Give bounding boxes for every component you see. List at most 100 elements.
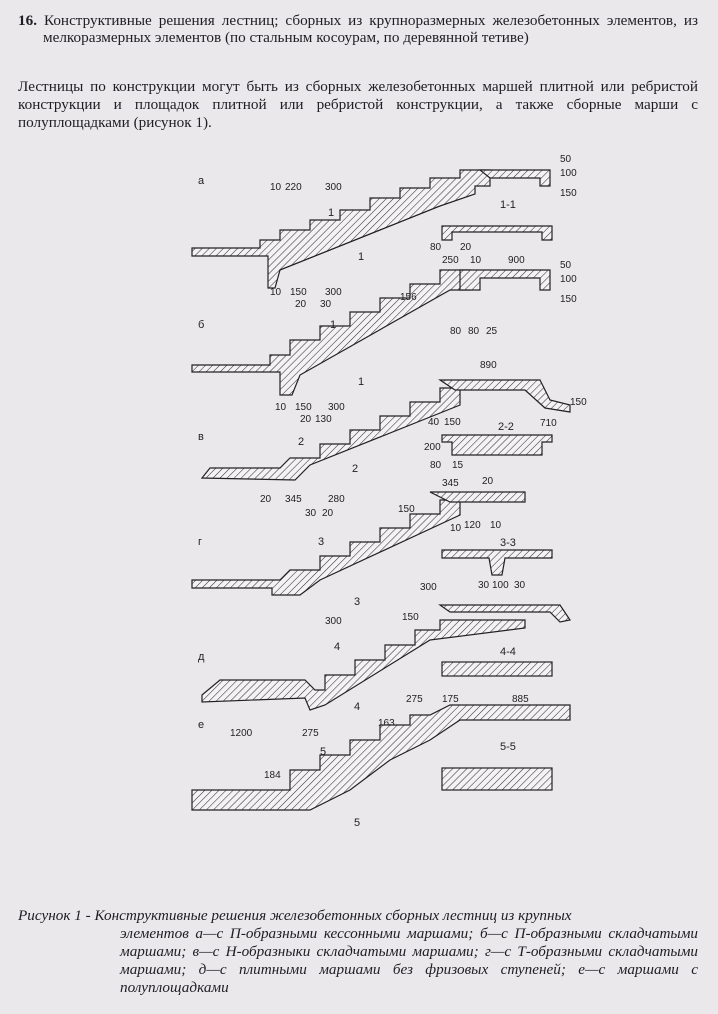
dim-11-2: 20	[460, 242, 472, 253]
cut-mark-2a: 2	[298, 436, 304, 448]
dim-g-3: 280	[328, 494, 345, 505]
cut-mark-3b: 3	[354, 596, 360, 608]
landing-b-right	[459, 269, 551, 291]
dim-g-r1: 345	[442, 478, 459, 489]
caption-text: элементов а—с П-образными кессонными мар…	[120, 925, 698, 996]
dim-g-2: 345	[285, 494, 302, 505]
dim-a-r3: 150	[560, 188, 577, 199]
dim-g-4: 30	[305, 508, 317, 519]
section-label-1-1: 1-1	[500, 199, 516, 211]
stair-section-e	[191, 704, 571, 811]
dim-11-5: 900	[508, 255, 525, 266]
stair-section-a	[191, 169, 491, 289]
dim-11-1: 80	[430, 242, 442, 253]
dim-b-r2: 100	[560, 274, 577, 285]
dim-11-3: 250	[442, 255, 459, 266]
figure-stairs: а 10 220 300 50 100 150 1-1 1 1 80 20 25…	[180, 150, 600, 840]
dim-e-5: 275	[302, 728, 319, 739]
landing-a-right	[478, 169, 551, 187]
section-label-2-2: 2-2	[498, 421, 514, 433]
stair-section-v	[200, 387, 461, 481]
dim-b-3: 300	[325, 287, 342, 298]
dim-b-1: 10	[270, 287, 282, 298]
dim-22-3: 150	[444, 417, 461, 428]
variant-label-v: в	[198, 431, 204, 443]
section-label-3-3: 3-3	[500, 537, 516, 549]
intro-paragraph: Лестницы по конструкции могут быть из сб…	[18, 78, 698, 131]
cut-mark-1d: 1	[358, 376, 364, 388]
section-title: Конструктивные решения лестниц; сборных …	[43, 12, 699, 46]
dim-e-1: 275	[406, 694, 423, 705]
dim-a-1: 10	[270, 182, 282, 193]
section-1-1-shape	[441, 225, 553, 241]
dim-b-5: 30	[320, 299, 332, 310]
variant-label-g: г	[198, 536, 202, 548]
dim-a-r1: 50	[560, 154, 572, 165]
dim-b-slope: 156	[400, 292, 417, 303]
dim-22-1: 200	[424, 442, 441, 453]
section-heading: 16. Конструктивные решения лестниц; сбор…	[18, 12, 698, 46]
dim-g-r4: 10	[450, 523, 462, 534]
dim-e-2: 175	[442, 694, 459, 705]
dim-a-2: 220	[285, 182, 302, 193]
caption-first-text: Конструктивные решения железобетонных сб…	[94, 907, 572, 924]
dim-b-r4: 80	[450, 326, 462, 337]
dim-33-1: 30	[478, 580, 490, 591]
dim-v-m5: 130	[315, 414, 332, 425]
cut-mark-3a: 3	[318, 536, 324, 548]
variant-label-a: а	[198, 175, 205, 187]
dim-v-m2: 150	[295, 402, 312, 413]
dim-v-r1: 150	[570, 397, 587, 408]
dim-b-r3: 150	[560, 294, 577, 305]
dim-b-r6: 25	[486, 326, 498, 337]
stair-section-d	[201, 619, 526, 711]
section-label-4-4: 4-4	[500, 646, 516, 658]
cut-mark-2b: 2	[352, 463, 358, 475]
dim-a-3: 300	[325, 182, 342, 193]
variant-label-e: е	[198, 719, 204, 731]
dim-b-4: 20	[295, 299, 307, 310]
dim-d-3: 150	[402, 612, 419, 623]
dim-g-r5: 120	[464, 520, 481, 531]
dim-e-4: 1200	[230, 728, 253, 739]
dim-e-6: 163	[378, 718, 395, 729]
dim-22-4: 80	[430, 460, 442, 471]
cut-mark-5a: 5	[320, 746, 326, 758]
dim-d-1: 300	[420, 582, 437, 593]
landing-g-right	[429, 491, 526, 503]
dim-11-4: 10	[470, 255, 482, 266]
dim-b-r5: 80	[468, 326, 480, 337]
cut-mark-4b: 4	[354, 701, 360, 713]
variant-label-d: д	[198, 651, 205, 663]
section-heading-line: 16. Конструктивные решения лестниц; сбор…	[18, 12, 698, 46]
landing-v-right	[438, 379, 571, 413]
cut-mark-1b: 1	[358, 251, 364, 263]
dim-33-3: 30	[514, 580, 526, 591]
section-label-5-5: 5-5	[500, 741, 516, 753]
stair-section-g	[191, 499, 461, 596]
section-number: 16.	[18, 12, 37, 29]
cut-mark-5b: 5	[354, 817, 360, 829]
section-3-3-shape	[441, 549, 553, 576]
dim-b-2: 150	[290, 287, 307, 298]
dim-v-top: 890	[480, 360, 497, 371]
dim-e-7: 184	[264, 770, 281, 781]
section-4-4-shape	[441, 661, 553, 677]
dim-22-2: 40	[428, 417, 440, 428]
dim-33-2: 100	[492, 580, 509, 591]
dim-v-m1: 10	[275, 402, 287, 413]
dim-22-5: 15	[452, 460, 464, 471]
cut-mark-4a: 4	[334, 641, 340, 653]
dim-g-r2: 20	[482, 476, 494, 487]
cut-mark-1c: 1	[330, 319, 336, 331]
dim-g-r6: 10	[490, 520, 502, 531]
dim-d-2: 300	[325, 616, 342, 627]
stair-section-b	[191, 269, 471, 396]
dim-g-5: 20	[322, 508, 334, 519]
variant-label-b: б	[198, 319, 204, 331]
cut-mark-1a: 1	[328, 207, 334, 219]
dim-g-1: 20	[260, 494, 272, 505]
stringer-line-a	[279, 205, 441, 271]
dim-g-r3: 150	[398, 504, 415, 515]
